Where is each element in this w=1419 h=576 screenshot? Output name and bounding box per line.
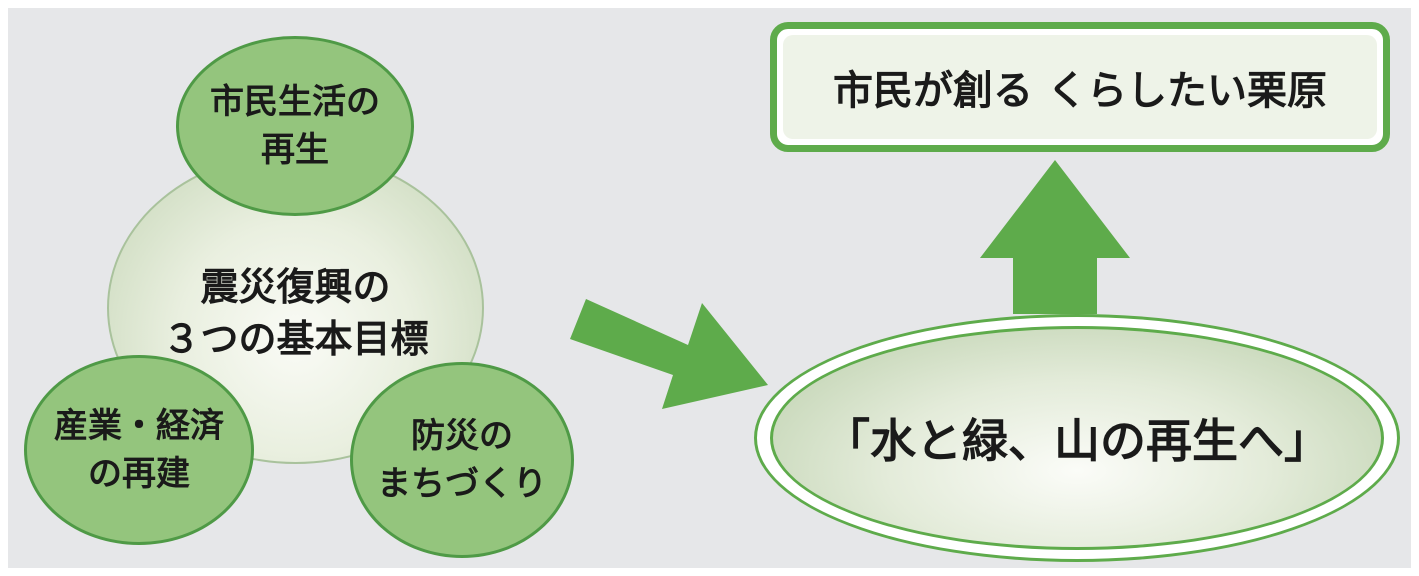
goal-industry-economy-circle: 産業・経済 の再建: [24, 355, 254, 545]
goal-top-line1: 市民生活の: [210, 82, 380, 122]
goal-br-line1: 防災の: [411, 416, 513, 456]
center-line2: ３つの基本目標: [162, 317, 429, 361]
diagonal-arrow: [570, 299, 768, 409]
goal-disaster-prevention-circle: 防災の まちづくり: [350, 362, 574, 558]
theme-ellipse: 「水と緑、山の再生へ」: [770, 326, 1384, 550]
goal-citizen-life-circle: 市民生活の 再生: [176, 36, 414, 216]
center-line1: 震災復興の: [200, 265, 391, 309]
vision-box: 市民が創る くらしたい栗原: [770, 22, 1390, 152]
theme-label: 「水と緑、山の再生へ」: [824, 414, 1330, 468]
goal-top-line2: 再生: [261, 130, 329, 170]
up-arrow: [980, 160, 1130, 314]
vision-label: 市民が創る くらしたい栗原: [783, 35, 1377, 139]
goal-br-line2: まちづくり: [377, 464, 547, 504]
goal-bl-line2: の再建: [88, 454, 190, 494]
goal-bl-line1: 産業・経済: [54, 406, 224, 446]
